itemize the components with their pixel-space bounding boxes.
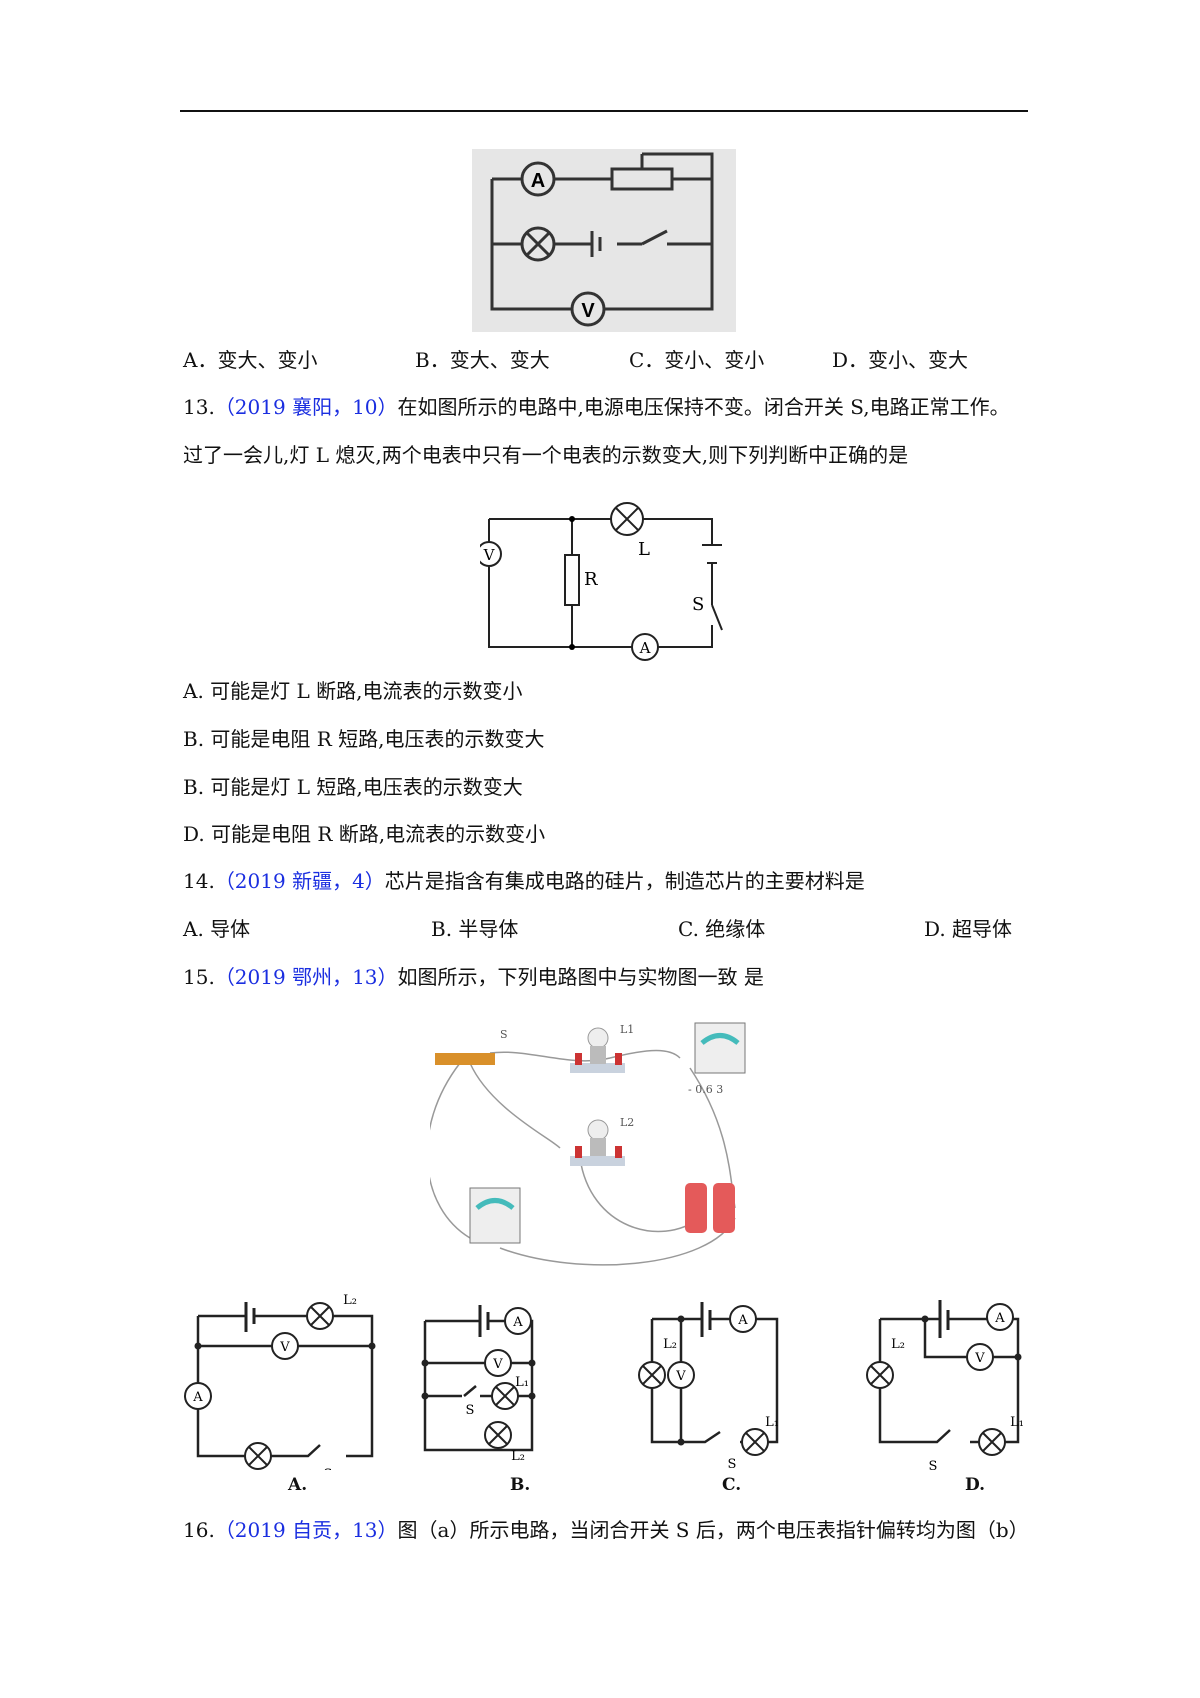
q14-line: 14.（2019 新疆，4）芯片是指含有集成电路的硅片，制造芯片的主要材料是	[183, 868, 865, 894]
q15-number: 15.	[183, 965, 215, 989]
q16-source: （2019 自贡，13）	[214, 1518, 398, 1542]
q15-line: 15.（2019 鄂州，13）如图所示，下列电路图中与实物图一致 是	[183, 964, 764, 990]
switch-icon	[435, 1053, 495, 1065]
q15-choice-b-label: B.	[510, 1475, 531, 1495]
lamp-l1-icon	[570, 1027, 625, 1073]
photo-l2-label: L2	[620, 1116, 634, 1129]
voltmeter-label: V	[581, 300, 595, 322]
q13-circuit-figure: V R L S A	[480, 502, 723, 661]
q13-switch-label: S	[692, 594, 704, 615]
q16-text: 图（a）所示电路，当闭合开关 S 后，两个电压表指针偏转均为图（b）	[397, 1518, 1029, 1542]
q14-option-d: D. 超导体	[924, 917, 1013, 941]
q13-option-a: A. 可能是灯 L 断路,电流表的示数变小	[183, 679, 523, 703]
ammeter-label: A	[531, 170, 545, 192]
svg-text:A: A	[737, 1313, 748, 1328]
q15-source: （2019 鄂州，13）	[214, 965, 398, 989]
q12-option-a: A．变大、变小	[183, 348, 318, 372]
q15-choice-a-label: A.	[288, 1475, 308, 1495]
svg-text:V: V	[974, 1351, 985, 1366]
q13-voltmeter-label: V	[483, 546, 496, 564]
battery-icon	[685, 1183, 735, 1233]
q15-physical-circuit-photo: S L1 L2 - 0.6 3	[430, 1022, 746, 1266]
q14-option-c: C. 绝缘体	[678, 917, 766, 941]
svg-text:L₁: L₁	[1010, 1415, 1024, 1430]
q13-resistor-label: R	[584, 569, 598, 590]
svg-text:L₂: L₂	[891, 1337, 905, 1352]
svg-text:V: V	[675, 1369, 686, 1384]
q13-number: 13.	[183, 395, 215, 419]
svg-text:V: V	[492, 1357, 503, 1372]
q15-choice-c-label: C.	[722, 1475, 742, 1495]
q13-text2: 过了一会儿,灯 L 熄灭,两个电表中只有一个电表的示数变大,则下列判断中正确的是	[183, 443, 909, 467]
q15-text: 如图所示，下列电路图中与实物图一致 是	[397, 965, 764, 989]
ammeter-device-icon	[694, 1022, 746, 1074]
q13-ammeter-label: A	[639, 639, 651, 657]
voltmeter-device-icon	[469, 1187, 521, 1244]
photo-l1-label: L1	[620, 1023, 634, 1036]
q14-option-b: B. 半导体	[431, 917, 519, 941]
q13-option-b: B. 可能是电阻 R 短路,电压表的示数变大	[183, 727, 545, 751]
svg-text:V: V	[279, 1340, 290, 1355]
photo-switch-label: S	[500, 1028, 508, 1041]
q14-number: 14.	[183, 869, 215, 893]
svg-text:L₁: L₁	[765, 1415, 779, 1430]
q16-number: 16.	[183, 1518, 215, 1542]
svg-text:S: S	[728, 1457, 737, 1470]
q14-option-a: A. 导体	[183, 917, 251, 941]
svg-text:A: A	[512, 1315, 523, 1330]
q14-source: （2019 新疆，4）	[214, 869, 385, 893]
svg-text:L₁: L₁	[235, 1469, 249, 1470]
svg-text:S: S	[324, 1467, 333, 1470]
lamp-l2-icon	[570, 1119, 625, 1166]
svg-text:L₂: L₂	[663, 1337, 677, 1352]
q15-choice-d-label: D.	[965, 1475, 986, 1495]
q16-line: 16.（2019 自贡，13）图（a）所示电路，当闭合开关 S 后，两个电压表指…	[183, 1517, 1029, 1543]
svg-text:A: A	[192, 1390, 203, 1405]
svg-text:L₂: L₂	[343, 1293, 357, 1308]
q12-option-c: C．变小、变小	[629, 348, 765, 372]
svg-text:L₂: L₂	[511, 1449, 525, 1464]
svg-text:L₁: L₁	[515, 1375, 529, 1390]
svg-text:S: S	[929, 1459, 938, 1470]
q15-choice-circuits: V A A V V A A V L₂ L₁ S L₁ S L₂ L₂ L₁ S L₂ L₁ S	[184, 1293, 1024, 1470]
svg-text:A: A	[994, 1311, 1005, 1326]
q12-circuit-figure: A V	[472, 149, 736, 332]
header-rule	[180, 110, 1028, 112]
q13-option-c: B. 可能是灯 L 短路,电压表的示数变大	[183, 775, 523, 799]
q14-text: 芯片是指含有集成电路的硅片，制造芯片的主要材料是	[384, 869, 865, 893]
q13-source: （2019 襄阳，10）	[214, 395, 398, 419]
q13-text1: 在如图所示的电路中,电源电压保持不变。闭合开关 S,电路正常工作。	[397, 395, 1010, 419]
q13-option-d: D. 可能是电阻 R 断路,电流表的示数变小	[183, 822, 546, 846]
q13-lamp-label: L	[638, 539, 650, 560]
q13-line1: 13.（2019 襄阳，10）在如图所示的电路中,电源电压保持不变。闭合开关 S…	[183, 394, 1010, 420]
photo-ammeter-scale: - 0.6 3	[688, 1083, 723, 1096]
svg-text:S: S	[466, 1403, 475, 1418]
q12-option-d: D．变小、变大	[832, 348, 969, 372]
q12-option-b: B．变大、变大	[415, 348, 550, 372]
